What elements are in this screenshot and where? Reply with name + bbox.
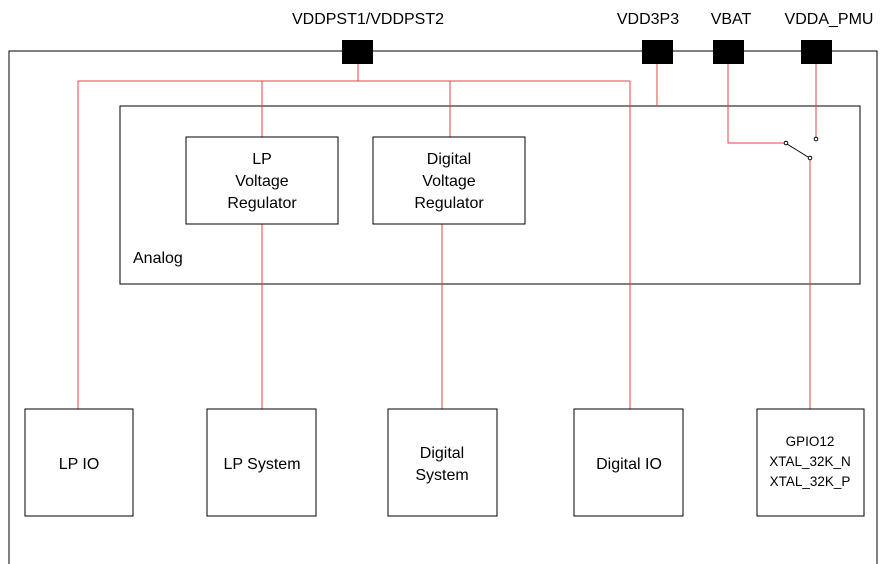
lp-voltage-regulator xyxy=(185,136,339,225)
digital-regulator-line-1: Digital xyxy=(427,151,471,168)
lp-io-block xyxy=(24,408,134,517)
gpio-line-3: XTAL_32K_P xyxy=(770,474,851,489)
digital-io-block xyxy=(573,408,684,517)
lp-regulator-line-2: Voltage xyxy=(235,173,288,190)
lp-regulator-line-1: LP xyxy=(252,151,272,168)
pin-label-vbat: VBAT xyxy=(711,11,752,28)
digital-system-line-2: System xyxy=(415,467,468,484)
gpio-line-2: XTAL_32K_N xyxy=(769,454,851,469)
pin-vbat xyxy=(713,40,744,64)
pin-vdda-pmu xyxy=(801,40,832,64)
pin-vddpst xyxy=(342,40,373,64)
digital-io-label: Digital IO xyxy=(596,456,662,473)
lp-io-label: LP IO xyxy=(59,456,100,473)
analog-label: Analog xyxy=(133,250,183,267)
gpio-xtal-block xyxy=(756,408,865,517)
digital-system-block xyxy=(387,408,498,517)
digital-regulator-line-2: Voltage xyxy=(422,173,475,190)
gpio-line-1: GPIO12 xyxy=(786,434,835,449)
lp-system-block xyxy=(206,408,317,517)
analog-box xyxy=(119,105,861,285)
digital-regulator-line-3: Regulator xyxy=(414,195,484,212)
digital-voltage-regulator xyxy=(372,136,526,225)
chip-outline xyxy=(8,50,878,564)
power-switch xyxy=(783,136,819,161)
digital-system-line-1: Digital xyxy=(420,445,464,462)
pin-label-vdd3p3: VDD3P3 xyxy=(617,11,679,28)
pin-label-vddpst: VDDPST1/VDDPST2 xyxy=(292,11,444,28)
power-wires xyxy=(77,64,817,409)
pin-label-vdda-pmu: VDDA_PMU xyxy=(785,11,874,28)
lp-regulator-line-3: Regulator xyxy=(227,195,297,212)
lp-system-label: LP System xyxy=(223,456,300,473)
pin-vdd3p3 xyxy=(642,40,673,64)
